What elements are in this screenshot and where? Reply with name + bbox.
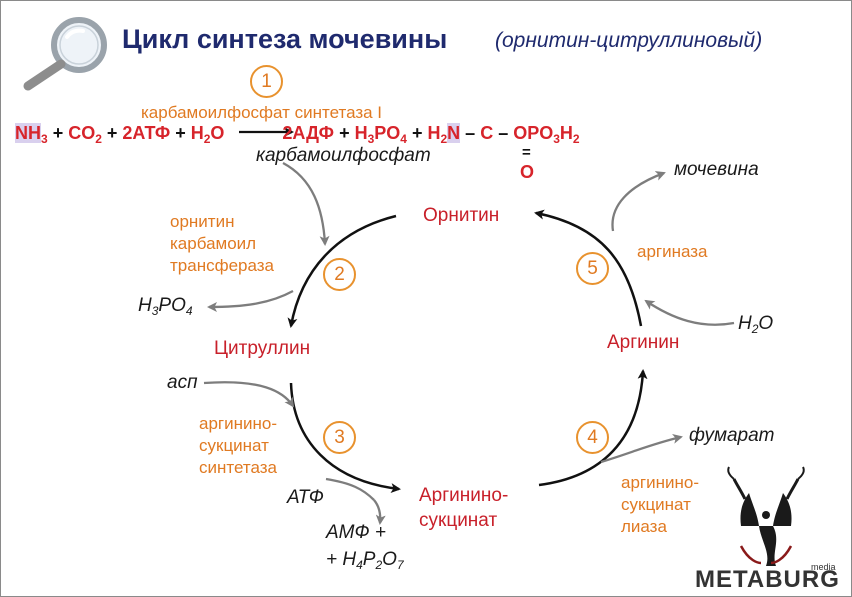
- eq-plus: +: [170, 123, 191, 143]
- citrulline-label: Цитруллин: [214, 338, 311, 359]
- water-sub: 2: [751, 322, 759, 336]
- enzyme-arginase: аргиназа: [637, 242, 708, 261]
- fumarate-release-arrow: [600, 433, 683, 464]
- eq-co-sub: 2: [95, 132, 102, 146]
- amp-release-arrow: [373, 499, 386, 525]
- eq-h2n-n: N: [447, 123, 461, 143]
- eq-carbonyl-oxygen: O: [520, 162, 535, 182]
- enzyme4-line: аргинино-: [621, 473, 699, 492]
- step-1-badge: 1: [250, 65, 283, 98]
- atp-entry-arrow: [325, 477, 375, 501]
- enzyme-argininosuccinate-lyase: аргинино- сукцинат лиаза: [621, 472, 699, 538]
- fumarate-label: фумарат: [689, 425, 775, 446]
- urea-release-arrow: [611, 171, 666, 232]
- pyrophosphate-sub: 4: [356, 558, 363, 572]
- aspartate-label: асп: [167, 372, 198, 393]
- phosphate-po: PO: [158, 295, 186, 316]
- eq-opo: OPO: [513, 123, 554, 143]
- enzyme3-line: синтетаза: [199, 458, 277, 477]
- phosphate-release-arrow: [207, 289, 294, 312]
- argininosuccinate-label: Аргинино- сукцинат: [419, 483, 508, 533]
- eq-h2n-sub: 2: [440, 132, 448, 146]
- eq-h3po4-po: PO: [374, 123, 401, 143]
- enzyme-carbamoyl-phosphate-synthetase: карбамоилфосфат синтетаза I: [141, 103, 383, 122]
- eq-h3po4-sub: 4: [400, 132, 407, 146]
- pyrophosphate-p: P: [362, 549, 376, 570]
- eq-carbon: C: [480, 123, 494, 143]
- eq-h3po4-h: H: [354, 123, 368, 143]
- amp-label: АМФ +: [326, 522, 386, 543]
- page-title: Цикл синтеза мочевины: [122, 24, 448, 54]
- enzyme2-line: трансфераза: [170, 256, 274, 275]
- enzyme4-line: сукцинат: [621, 495, 691, 514]
- step-3-badge: 3: [323, 421, 356, 454]
- eq-plus: +: [334, 123, 355, 143]
- enzyme2-line: орнитин: [170, 212, 235, 231]
- enzyme-argininosuccinate-synthetase: аргинино- сукцинат синтетаза: [199, 413, 277, 479]
- eq-h2o-o: O: [210, 123, 225, 143]
- eq-opo-h: H: [559, 123, 573, 143]
- eq-plus: +: [406, 123, 428, 143]
- eq-co: CO: [68, 123, 96, 143]
- eq-adp: 2АДФ: [282, 123, 335, 143]
- eq-plus: +: [101, 123, 123, 143]
- eq-opo-sub: 3: [553, 132, 560, 146]
- pyrophosphate-label: + H4P2O7: [326, 549, 404, 572]
- water-entry-arrow: [644, 299, 735, 326]
- eq-dash: –: [460, 123, 481, 143]
- pyrophosphate-prefix: + H: [326, 549, 357, 570]
- metaburg-logo-icon: [727, 466, 805, 566]
- water-o: O: [758, 313, 774, 334]
- water-label: H2O: [738, 313, 773, 336]
- enzyme3-line: аргинино-: [199, 414, 277, 433]
- enzyme-ornithine-carbamoyl-transferase: орнитин карбамоил трансфераза: [170, 211, 274, 277]
- phosphate-h: H: [138, 295, 152, 316]
- eq-opo-sub: 2: [572, 132, 580, 146]
- logo-wordmark: METABURG: [695, 566, 840, 593]
- step-2-badge: 2: [323, 258, 356, 291]
- eq-h2n-h: H: [427, 123, 441, 143]
- carbamoyl-phosphate-label: карбамоилфосфат: [256, 145, 431, 166]
- carbamoyl-phosphate-entry-arrow: [282, 161, 330, 246]
- pyrophosphate-sub: 2: [375, 558, 383, 572]
- logo-media-text: media: [811, 562, 836, 572]
- eq-atp: 2АТФ: [122, 123, 171, 143]
- phosphate-sub: 4: [185, 304, 193, 318]
- urea-label: мочевина: [674, 159, 759, 180]
- water-h: H: [738, 313, 752, 334]
- enzyme2-line: карбамоил: [170, 234, 257, 253]
- enzyme3-line: сукцинат: [199, 436, 269, 455]
- cycle-arrow-argininosuccinate-to-arginine: [538, 369, 648, 487]
- eq-nh-sub: 3: [41, 132, 48, 146]
- atp-label: АТФ: [287, 487, 324, 508]
- enzyme4-line: лиаза: [621, 517, 667, 536]
- eq-plus: +: [47, 123, 69, 143]
- ornithine-label: Орнитин: [423, 205, 500, 226]
- phosphate-product-label: H3PO4: [138, 295, 193, 318]
- step-5-badge: 5: [576, 252, 609, 285]
- cycle-arrow-ornithine-to-citrulline: [287, 214, 397, 328]
- argininosuccinate-line: сукцинат: [419, 510, 498, 531]
- cycle-arrow-arginine-to-ornithine: [534, 209, 643, 327]
- eq-h2o-sub: 2: [203, 132, 211, 146]
- step-4-badge: 4: [576, 421, 609, 454]
- eq-double-bond: =: [522, 144, 531, 161]
- eq-h2o-h: H: [190, 123, 204, 143]
- arginine-label: Аргинин: [607, 332, 680, 353]
- aspartate-entry-arrow: [203, 381, 295, 408]
- eq-h3po4-sub: 3: [367, 132, 375, 146]
- magnifier-icon: [23, 17, 107, 91]
- page-subtitle: (орнитин-цитруллиновый): [495, 29, 763, 52]
- argininosuccinate-line: Аргинино-: [419, 485, 509, 506]
- phosphate-sub: 3: [151, 304, 159, 318]
- eq-nh: NH: [15, 123, 41, 143]
- eq-dash: –: [493, 123, 514, 143]
- pyrophosphate-sub: 7: [396, 558, 404, 572]
- pyrophosphate-o: O: [382, 549, 397, 570]
